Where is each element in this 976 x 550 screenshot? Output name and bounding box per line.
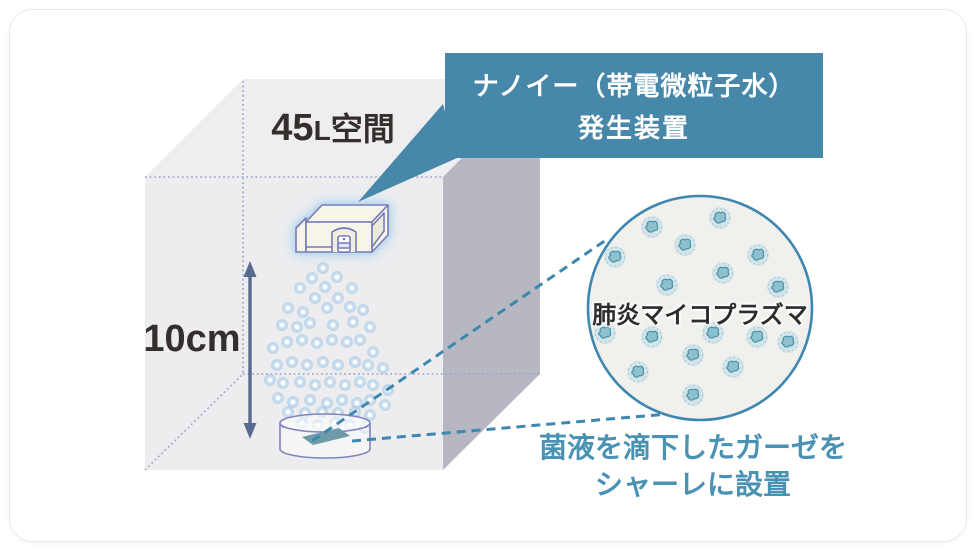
callout-pointer: [358, 104, 457, 202]
nanoe-device-icon: [295, 204, 389, 253]
callout-line1: ナノイー（帯電微粒子水）: [472, 71, 796, 101]
magnifier-label: 肺炎マイコプラズマ: [592, 302, 808, 329]
height-label: 10cm: [143, 318, 241, 360]
callout: ナノイー（帯電微粒子水） 発生装置: [445, 53, 823, 158]
height-arrow: [243, 261, 257, 439]
petri-dish: [279, 413, 371, 459]
magnifier-circle: [586, 194, 814, 422]
spray-particles: [264, 262, 394, 434]
volume-label: 45L空間: [258, 108, 408, 156]
volume-unit: L: [313, 115, 331, 146]
magnify-lines: [311, 238, 669, 443]
hidden-edges: [144, 81, 540, 471]
caption-line2: シャーレに設置: [594, 469, 791, 500]
magnify-line-lower: [351, 412, 669, 443]
caption: 菌液を滴下したガーゼを シャーレに設置: [493, 429, 893, 503]
callout-line2: 発生装置: [577, 113, 690, 143]
bacteria-group: [594, 207, 799, 406]
volume-number: 45: [271, 107, 314, 149]
volume-suffix: 空間: [330, 111, 395, 147]
caption-line1: 菌液を滴下したガーゼを: [538, 432, 847, 463]
chamber-box: [144, 79, 540, 471]
box-right-face: [443, 79, 540, 470]
